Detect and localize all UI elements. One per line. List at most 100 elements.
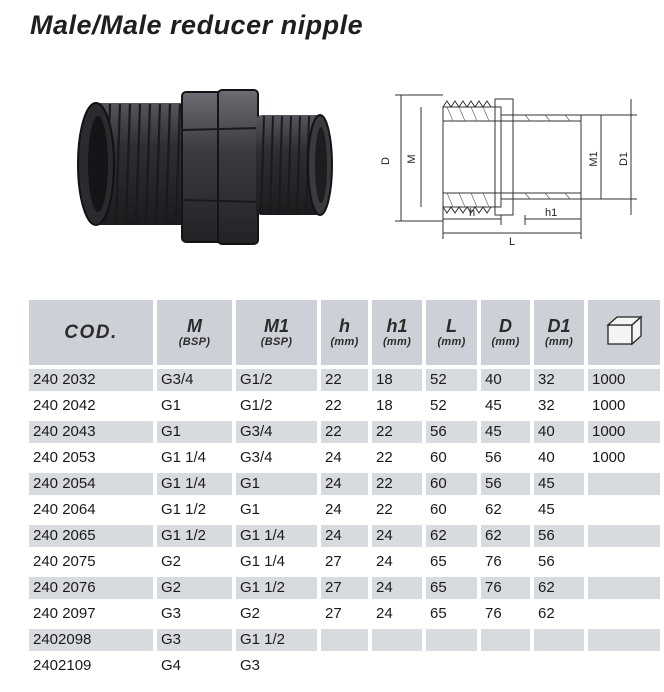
cell-h: 24 <box>325 449 342 466</box>
col-header-m1: M1 (BSP) <box>236 300 317 365</box>
cell-h1: 24 <box>376 605 393 622</box>
cell-m: G1 1/2 <box>157 525 232 547</box>
table-row: 240 2097 G3 G2 27 24 65 76 62 <box>29 603 660 625</box>
cell-m1: G1 1/4 <box>236 525 317 547</box>
cell-l <box>426 655 477 677</box>
cell-pack: 1000 <box>592 449 626 466</box>
box-icon <box>606 315 643 346</box>
cell-d1: 45 <box>534 473 584 495</box>
cell-h <box>321 629 368 651</box>
cell-m1: G1 <box>240 501 261 518</box>
cell-m: G1 <box>157 421 232 443</box>
cell-m: G1 1/4 <box>161 449 207 466</box>
cell-h: 27 <box>325 605 342 622</box>
cell-m: G4 <box>161 657 182 674</box>
product-photo <box>77 89 333 245</box>
cell-cod: 240 2054 <box>29 473 153 495</box>
cell-d: 62 <box>485 501 502 518</box>
cell-m1: G1 1/2 <box>236 577 317 599</box>
cell-m1: G3/4 <box>240 449 273 466</box>
cell-l: 60 <box>430 501 447 518</box>
cell-h: 24 <box>321 525 368 547</box>
cell-m: G3/4 <box>157 369 232 391</box>
cell-m1: G1/2 <box>236 369 317 391</box>
cell-h1: 22 <box>376 501 393 518</box>
cell-m: G1 1/2 <box>161 501 207 518</box>
cell-pack <box>588 551 660 573</box>
cell-pack <box>588 655 660 677</box>
dim-M: M <box>406 154 418 163</box>
spec-table: COD. M (BSP) M1 (BSP) h (mm) h1 (mm) L (… <box>25 296 664 681</box>
technical-drawing: D M M1 D1 h h1 L <box>380 94 637 248</box>
cell-h: 24 <box>325 501 342 518</box>
cell-m1: G3 <box>240 657 261 674</box>
col-header-h1: h1 (mm) <box>372 300 422 365</box>
cell-cod: 240 2032 <box>29 369 153 391</box>
dim-D: D <box>380 157 392 165</box>
cell-m: G2 <box>157 577 232 599</box>
cell-d1: 40 <box>538 449 555 466</box>
cell-pack: 1000 <box>588 369 660 391</box>
col-header-cod: COD. <box>29 300 153 365</box>
cell-d: 40 <box>481 369 530 391</box>
col-header-d: D (mm) <box>481 300 530 365</box>
cell-pack <box>588 629 660 651</box>
table-row: 2402109 G4 G3 <box>29 655 660 677</box>
cell-d <box>481 629 530 651</box>
cell-h: 22 <box>325 397 342 414</box>
cell-d1: 56 <box>534 525 584 547</box>
cell-d1 <box>534 655 584 677</box>
cell-h: 22 <box>321 421 368 443</box>
cell-cod: 2402109 <box>33 657 92 674</box>
cell-m: G3 <box>161 605 182 622</box>
col-header-m: M (BSP) <box>157 300 232 365</box>
cell-m: G1 <box>161 397 182 414</box>
cell-d <box>481 655 530 677</box>
cell-h1: 18 <box>372 369 422 391</box>
cell-m1: G1 1/2 <box>236 629 317 651</box>
cell-h1: 18 <box>376 397 393 414</box>
cell-d: 45 <box>481 421 530 443</box>
cell-d1: 32 <box>534 369 584 391</box>
dim-h: h <box>469 207 475 219</box>
cell-d1: 62 <box>538 605 555 622</box>
cell-h: 27 <box>321 577 368 599</box>
cell-cod: 240 2097 <box>33 605 96 622</box>
cell-pack <box>588 525 660 547</box>
cell-cod: 240 2065 <box>29 525 153 547</box>
cell-m1: G1 1/4 <box>240 553 286 570</box>
cell-d: 45 <box>485 397 502 414</box>
cell-l: 60 <box>426 473 477 495</box>
cell-d1 <box>534 629 584 651</box>
cell-m: G3 <box>157 629 232 651</box>
col-header-pack <box>588 300 660 365</box>
dim-h1: h1 <box>545 207 557 219</box>
cell-l: 65 <box>430 605 447 622</box>
col-header-h: h (mm) <box>321 300 368 365</box>
page-title: Male/Male reducer nipple <box>30 10 364 40</box>
cell-h1: 24 <box>376 553 393 570</box>
cell-h <box>321 655 368 677</box>
cell-d1: 45 <box>538 501 555 518</box>
cell-l: 65 <box>426 577 477 599</box>
cell-m1: G3/4 <box>236 421 317 443</box>
cell-m1: G1 <box>236 473 317 495</box>
cell-pack: 1000 <box>592 397 626 414</box>
cell-m1: G2 <box>240 605 261 622</box>
cell-m1: G1/2 <box>240 397 273 414</box>
cell-h: 22 <box>321 369 368 391</box>
dim-L: L <box>509 236 515 248</box>
cell-m: G2 <box>161 553 182 570</box>
cell-m: G1 1/4 <box>157 473 232 495</box>
cell-d: 76 <box>485 605 502 622</box>
cell-d1: 62 <box>534 577 584 599</box>
